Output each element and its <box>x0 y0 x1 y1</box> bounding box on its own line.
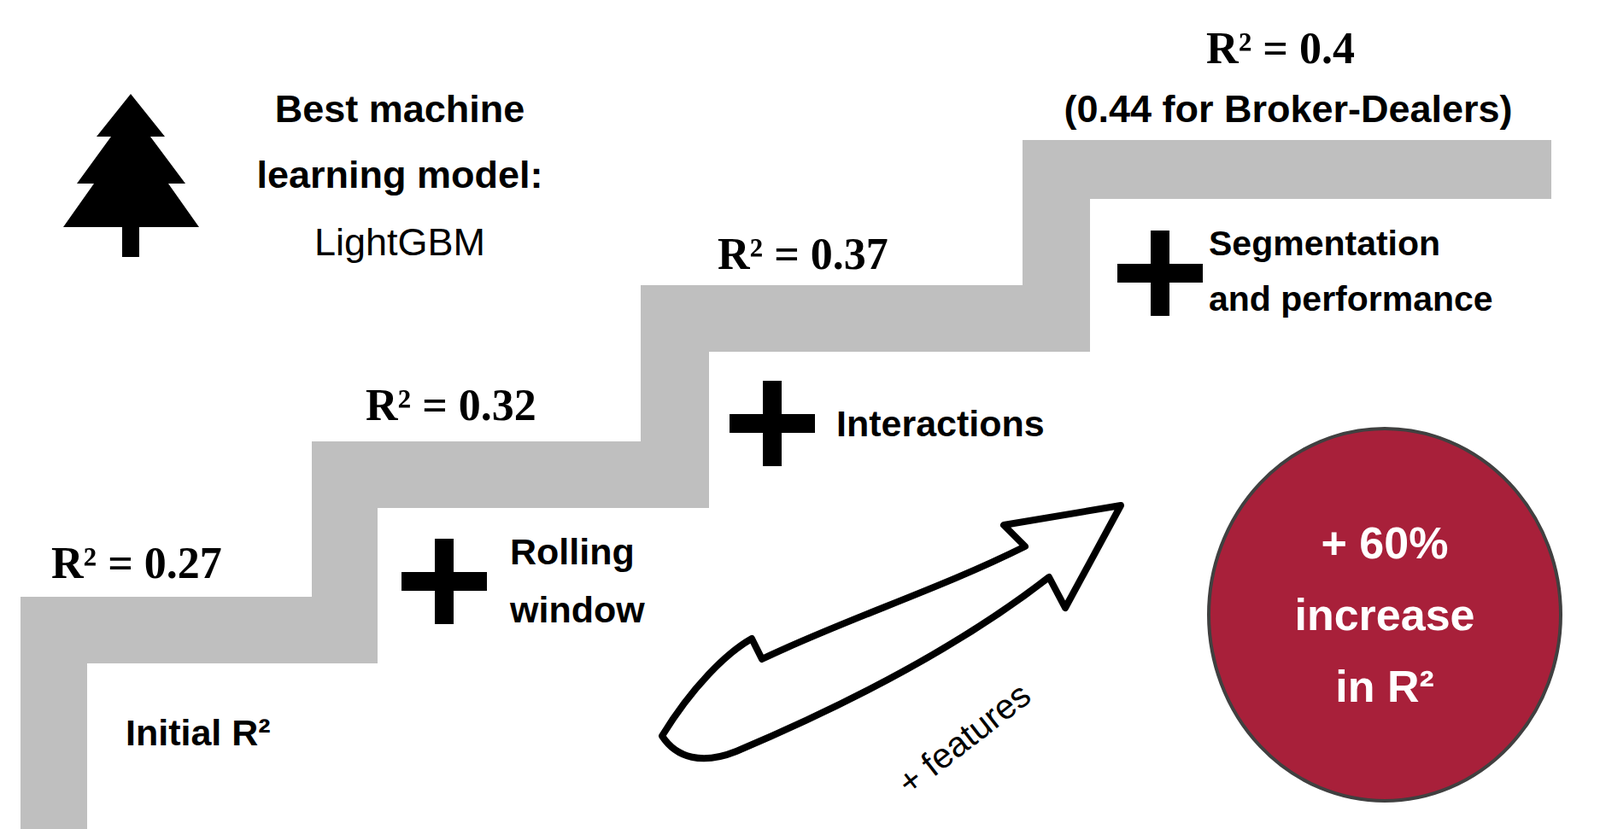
model-name: LightGBM <box>237 219 563 266</box>
plus-symbol <box>1117 230 1203 317</box>
plus-symbol <box>729 380 815 467</box>
step-label: Interactions <box>836 402 1045 447</box>
r2-value: R² = 0.37 <box>717 228 889 282</box>
r2-value: R² = 0.32 <box>365 379 537 433</box>
step-label: Initial R² <box>125 711 271 757</box>
r2-value: R² = 0.4 <box>1109 22 1452 76</box>
heading-text: Best machine learning model: <box>237 76 563 208</box>
r2-value: R² = 0.27 <box>51 537 223 591</box>
curved-arrow <box>662 505 1121 759</box>
arrow-label: + features <box>890 674 1040 805</box>
step-label: Rolling window <box>509 522 681 639</box>
plus-symbol <box>401 539 487 625</box>
tree-icon <box>63 93 200 258</box>
highlight-circle: + 60% increase in R² <box>1206 426 1564 804</box>
r2-note: (0.44 for Broker-Dealers) <box>946 86 1600 133</box>
step-label: Segmentation and performance <box>1208 216 1504 328</box>
highlight-text: + 60% increase in R² <box>1282 507 1488 723</box>
circle-shape <box>1208 428 1561 802</box>
